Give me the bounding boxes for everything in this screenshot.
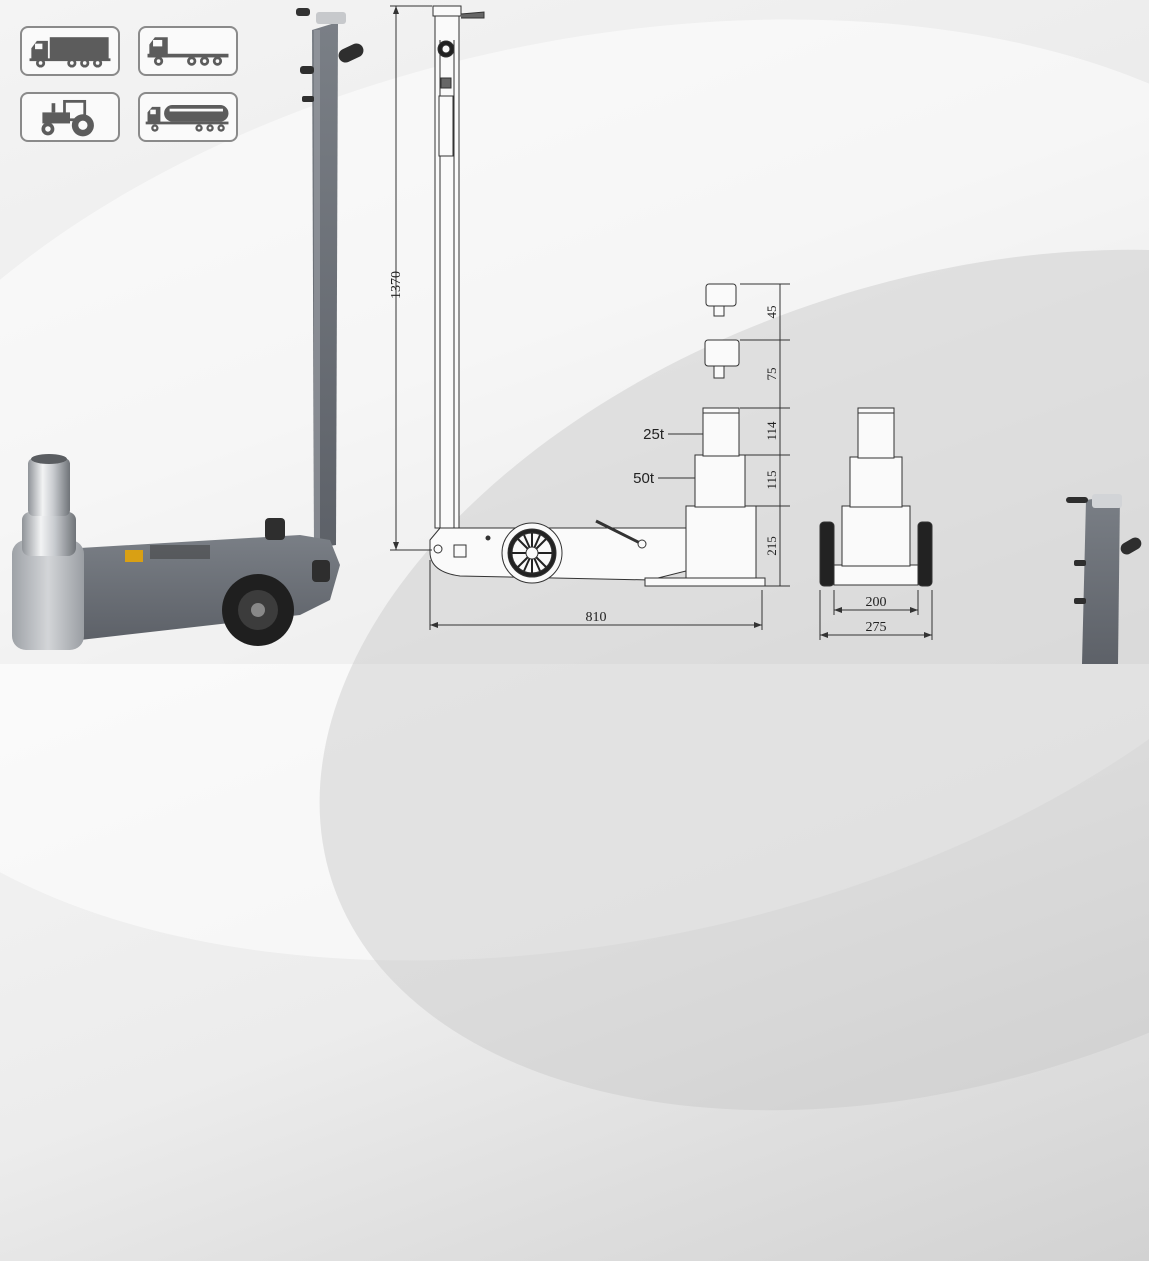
dimension-lines: [390, 5, 933, 640]
dim-base-height: 215: [764, 536, 779, 556]
flatbed-truck-icon: [138, 26, 238, 76]
stage2-capacity-label: 50t: [633, 470, 655, 487]
dim-base-width-outer: 275: [866, 620, 887, 635]
product-drawing: 1370 810 200 275 45 75 114 115 215 25t 5…: [12, 5, 1142, 664]
dim-stage2-height: 115: [764, 470, 779, 489]
dim-length: 810: [586, 610, 607, 625]
jack-cylinder-base: [12, 540, 84, 650]
front-view-drawing: [819, 407, 933, 587]
stage1-capacity-label: 25t: [643, 426, 665, 443]
dim-extension-short: 45: [764, 306, 779, 319]
dim-base-width-inner: 200: [866, 595, 887, 610]
vehicle-icon-grid: [20, 26, 245, 146]
tractor-icon: [20, 92, 120, 142]
jack-photo-cropped: [1066, 494, 1142, 664]
jack-stage-2: [22, 512, 76, 556]
dim-stage1-height: 114: [764, 421, 779, 441]
dim-overall-height: 1370: [389, 271, 404, 299]
truck-icon: [20, 26, 120, 76]
dim-extension-long: 75: [764, 368, 779, 381]
air-valve-head: [316, 12, 346, 24]
jack-photo: [12, 8, 364, 650]
tanker-truck-icon: [138, 92, 238, 142]
handle-grip: [338, 43, 364, 63]
jack-stage-1: [28, 458, 70, 516]
side-view-drawing: [429, 5, 766, 587]
